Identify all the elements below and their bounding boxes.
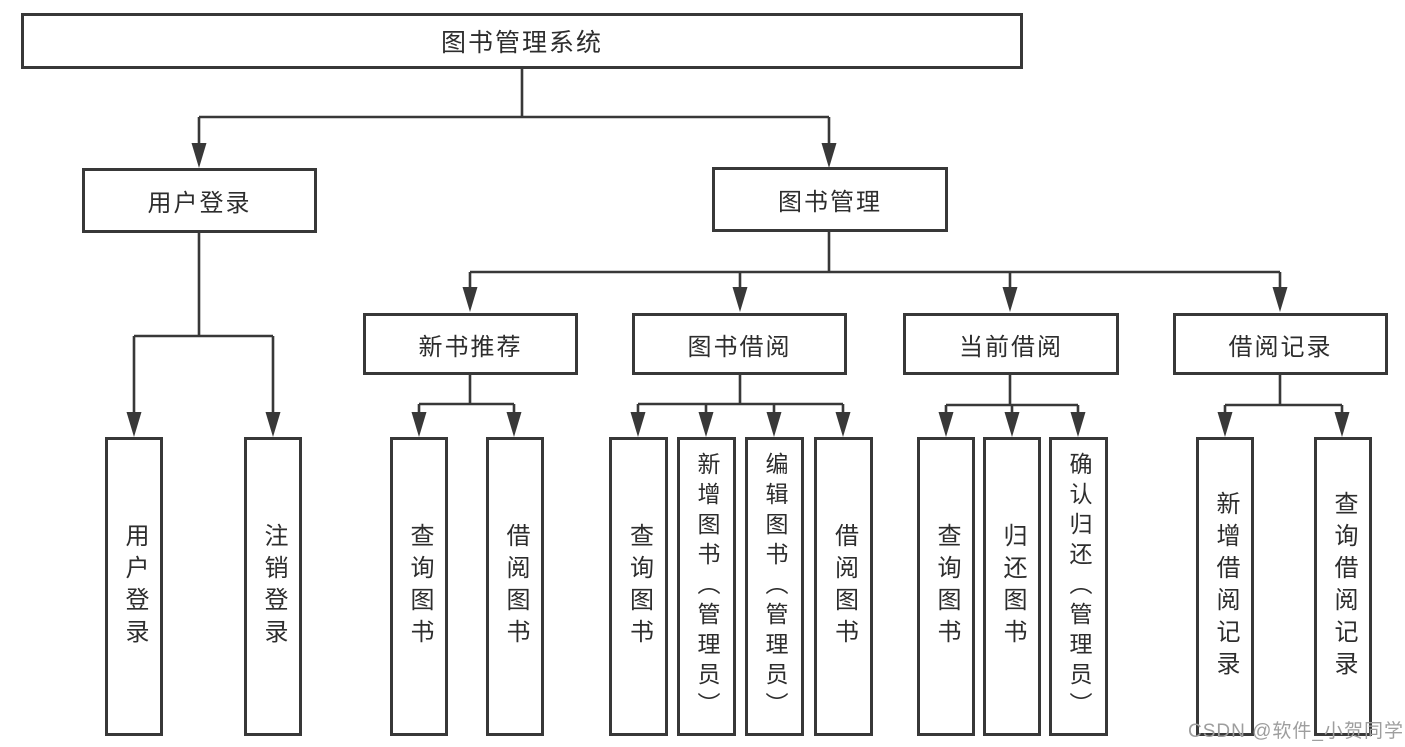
leaf-newbook-query-label: 查询图书 <box>406 522 433 651</box>
leaf-borrow-edit-admin: 编辑图书（管理员） <box>745 437 804 736</box>
leaf-records-add-label: 新增借阅记录 <box>1212 490 1239 683</box>
node-new-book-recommend-label: 新书推荐 <box>418 333 523 361</box>
leaf-logout-label: 注销登录 <box>260 522 287 651</box>
leaf-newbook-query: 查询图书 <box>390 437 448 736</box>
node-user-login: 用户登录 <box>82 168 317 233</box>
node-current-borrow-label: 当前借阅 <box>959 333 1063 361</box>
node-borrow-records: 借阅记录 <box>1173 313 1388 375</box>
node-book-management: 图书管理 <box>712 167 948 232</box>
node-book-management-label: 图书管理 <box>778 189 882 216</box>
leaf-user-login: 用户登录 <box>105 437 163 736</box>
node-book-borrow: 图书借阅 <box>632 313 847 375</box>
leaf-borrow-query: 查询图书 <box>609 437 668 736</box>
leaf-current-query-label: 查询图书 <box>933 522 960 651</box>
csdn-watermark: CSDN @软件_小贺同学 <box>1188 721 1404 742</box>
node-library-system: 图书管理系统 <box>21 13 1023 69</box>
node-book-borrow-label: 图书借阅 <box>687 333 792 361</box>
node-current-borrow: 当前借阅 <box>903 313 1119 375</box>
leaf-records-add: 新增借阅记录 <box>1196 437 1254 736</box>
leaf-current-return-label: 归还图书 <box>999 522 1026 651</box>
leaf-borrow-edit-admin-label: 编辑图书（管理员） <box>762 451 788 722</box>
leaf-borrow-add-admin-label: 新增图书（管理员） <box>694 451 720 722</box>
node-user-login-label: 用户登录 <box>147 190 252 217</box>
leaf-borrow-query-label: 查询图书 <box>625 522 653 651</box>
leaf-current-confirm-admin-label: 确认归还（管理员） <box>1066 451 1092 722</box>
leaf-borrow-add-admin: 新增图书（管理员） <box>677 437 736 736</box>
node-library-system-label: 图书管理系统 <box>440 29 603 57</box>
leaf-logout: 注销登录 <box>244 437 302 736</box>
node-new-book-recommend: 新书推荐 <box>363 313 578 375</box>
leaf-records-query-label: 查询借阅记录 <box>1330 490 1357 683</box>
leaf-borrow-borrow: 借阅图书 <box>814 437 873 736</box>
leaf-current-query: 查询图书 <box>917 437 975 736</box>
leaf-records-query: 查询借阅记录 <box>1314 437 1372 736</box>
node-borrow-records-label: 借阅记录 <box>1228 333 1333 361</box>
leaf-user-login-label: 用户登录 <box>121 522 148 651</box>
leaf-current-return: 归还图书 <box>983 437 1041 736</box>
leaf-current-confirm-admin: 确认归还（管理员） <box>1049 437 1108 736</box>
leaf-newbook-borrow-label: 借阅图书 <box>502 522 529 651</box>
leaf-newbook-borrow: 借阅图书 <box>486 437 544 736</box>
leaf-borrow-borrow-label: 借阅图书 <box>830 522 858 651</box>
